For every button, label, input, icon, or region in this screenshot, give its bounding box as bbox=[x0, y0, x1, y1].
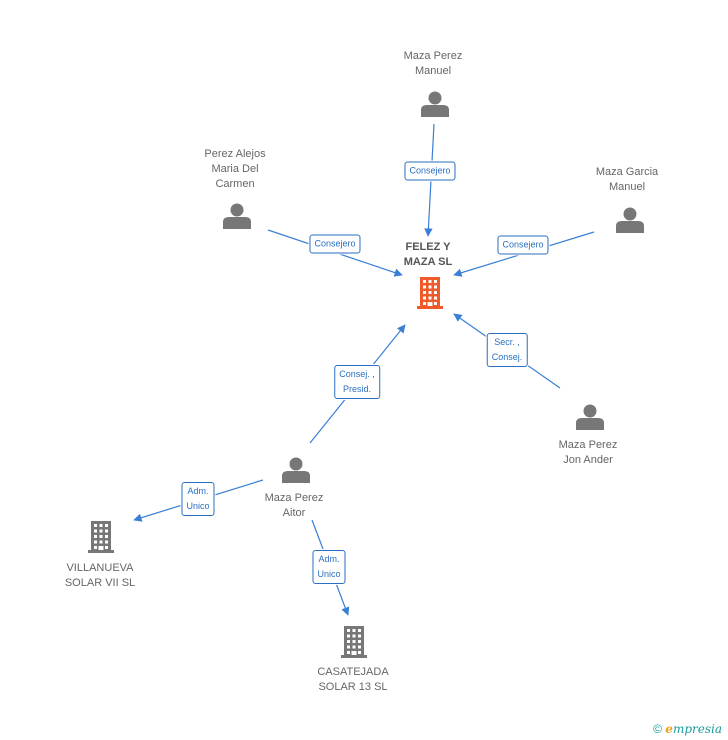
edge-label-e7[interactable]: Adm. Unico bbox=[312, 550, 346, 584]
edge-label-line: Consejero bbox=[409, 165, 451, 176]
building-icon[interactable] bbox=[88, 521, 114, 553]
person-icon[interactable] bbox=[223, 203, 251, 230]
node-label-felez[interactable]: FELEZ Y MAZA SL bbox=[404, 240, 452, 270]
copyright-symbol: © bbox=[653, 722, 662, 736]
edge-label-line: Consejero bbox=[502, 239, 544, 250]
building-icon[interactable] bbox=[417, 277, 443, 309]
building-icon[interactable] bbox=[341, 626, 367, 658]
label-line: FELEZ Y bbox=[405, 241, 451, 253]
brand-rest: mpresia bbox=[672, 722, 722, 736]
edge-label-line: Unico bbox=[186, 501, 210, 511]
person-icon[interactable] bbox=[421, 91, 449, 118]
node-label-perez-alejos[interactable]: Perez Alejos Maria Del Carmen bbox=[204, 147, 265, 192]
label-line: CASATEJADA bbox=[317, 666, 389, 678]
node-label-villanueva[interactable]: VILLANUEVA SOLAR VII SL bbox=[65, 561, 135, 591]
edge-label-line: Adm. bbox=[187, 486, 209, 496]
node-label-maza-perez-jon[interactable]: Maza Perez Jon Ander bbox=[559, 438, 618, 468]
label-line: Maria Del bbox=[211, 163, 259, 175]
label-line: Aitor bbox=[282, 507, 306, 519]
edge-label-line: Consejero bbox=[314, 238, 356, 249]
label-line: VILLANUEVA bbox=[66, 562, 134, 574]
edge-label-e3[interactable]: Consejero bbox=[497, 235, 549, 255]
person-icon[interactable] bbox=[616, 207, 644, 234]
label-line: MAZA SL bbox=[403, 256, 453, 268]
edge-label-e4[interactable]: Secr. , Consej. bbox=[486, 333, 528, 367]
icons-layer bbox=[88, 91, 644, 658]
label-line: SOLAR VII SL bbox=[64, 577, 136, 589]
node-label-maza-perez-manuel[interactable]: Maza Perez Manuel bbox=[404, 49, 463, 79]
label-line: Manuel bbox=[608, 181, 646, 193]
edge-label-e6[interactable]: Adm. Unico bbox=[181, 482, 215, 516]
label-line: Maza Garcia bbox=[595, 166, 659, 178]
node-label-casatejada[interactable]: CASATEJADA SOLAR 13 SL bbox=[317, 665, 388, 695]
node-label-maza-perez-aitor[interactable]: Maza Perez Aitor bbox=[265, 491, 324, 521]
label-line: SOLAR 13 SL bbox=[318, 681, 388, 693]
label-line: Maza Perez bbox=[558, 439, 618, 451]
edge-label-line: Adm. bbox=[318, 554, 340, 564]
label-line: Jon Ander bbox=[563, 454, 613, 466]
person-icon[interactable] bbox=[576, 404, 604, 431]
edge-label-line: Secr. , bbox=[494, 337, 520, 347]
label-line: Perez Alejos bbox=[204, 148, 266, 160]
edge-label-line: Presid. bbox=[342, 384, 371, 394]
edge-label-e1[interactable]: Consejero bbox=[404, 161, 456, 181]
brand-initial: e bbox=[665, 722, 673, 736]
label-line: Maza Perez bbox=[264, 492, 324, 504]
brand-logo: empresia bbox=[665, 722, 722, 736]
edge-label-e2[interactable]: Consejero bbox=[309, 234, 361, 254]
label-line: Carmen bbox=[215, 178, 255, 190]
edge-label-line: Consej. , bbox=[339, 369, 375, 379]
copyright-footer: © empresia bbox=[653, 722, 722, 736]
edge-label-e5[interactable]: Consej. , Presid. bbox=[334, 365, 380, 399]
node-label-maza-garcia[interactable]: Maza Garcia Manuel bbox=[596, 165, 658, 195]
edge-label-line: Unico bbox=[317, 569, 341, 579]
edge-label-line: Consej. bbox=[491, 352, 523, 362]
label-line: Manuel bbox=[414, 65, 452, 77]
person-icon[interactable] bbox=[282, 457, 310, 484]
label-line: Maza Perez bbox=[403, 50, 463, 62]
